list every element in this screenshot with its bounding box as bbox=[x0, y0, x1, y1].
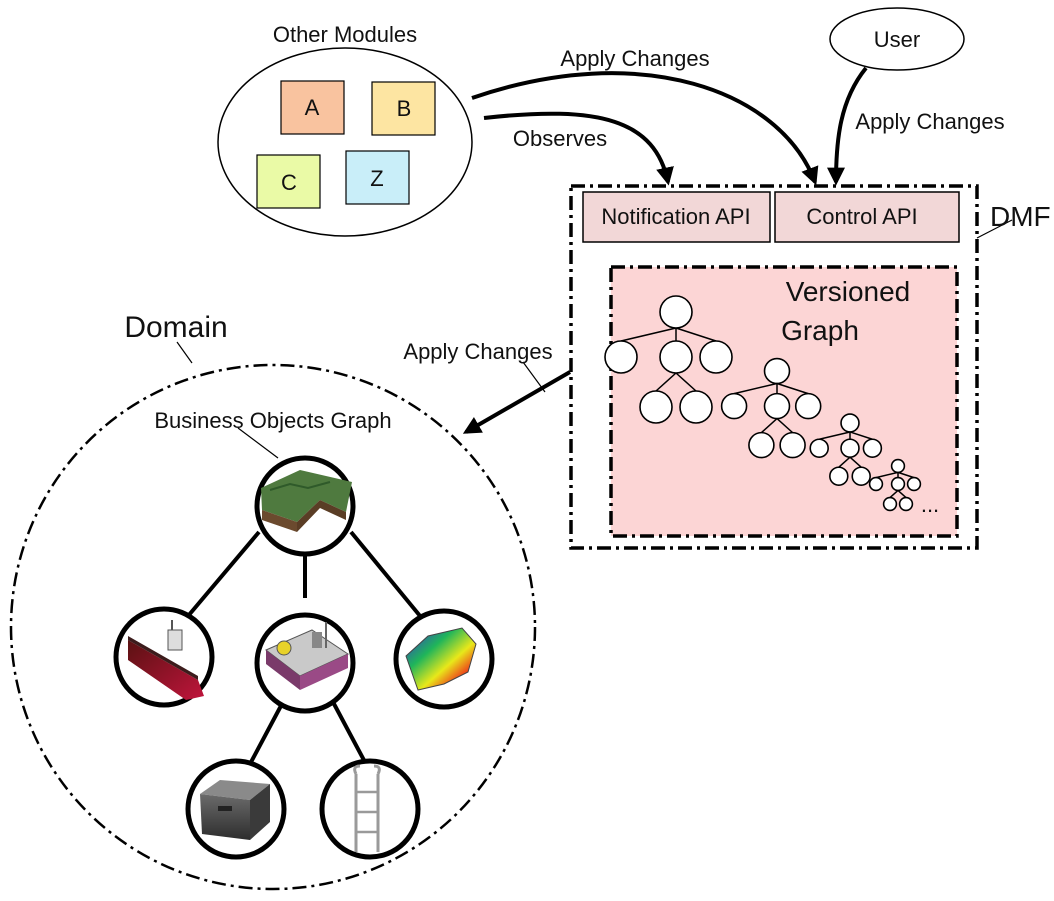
versioned-graph-title-line1: Versioned bbox=[786, 276, 911, 307]
graph-version-node bbox=[763, 357, 791, 385]
domain-group: Domain Business Objects Graph bbox=[9, 311, 537, 891]
more-versions-ellipsis: ... bbox=[921, 492, 939, 517]
oil-tanker-icon bbox=[128, 620, 204, 700]
graph-version-node bbox=[699, 340, 733, 374]
control-api[interactable]: Control API bbox=[774, 191, 960, 243]
user-label: User bbox=[874, 27, 920, 52]
dmf-container: DMF Notification API Control API Version… bbox=[569, 184, 1051, 550]
ladder-icon bbox=[353, 764, 381, 852]
graph-version-node bbox=[890, 476, 906, 492]
graph-version-node bbox=[748, 431, 775, 459]
graph-version-tree bbox=[809, 413, 883, 486]
graph-version-node bbox=[679, 390, 713, 424]
terrain-block-icon bbox=[261, 470, 352, 532]
graph-version-node bbox=[639, 390, 673, 424]
module-a[interactable]: A bbox=[280, 80, 345, 135]
user-node[interactable]: User bbox=[829, 7, 965, 71]
graph-version-node bbox=[840, 413, 860, 433]
graph-version-node bbox=[829, 466, 849, 486]
ladder-node[interactable] bbox=[319, 758, 421, 860]
graph-version-node bbox=[763, 392, 791, 420]
graph-version-tree bbox=[868, 458, 922, 512]
other-modules-group: Other Modules A B C Z bbox=[217, 22, 473, 237]
module-b[interactable]: B bbox=[371, 81, 436, 136]
dmf-boundary bbox=[569, 184, 979, 550]
graph-version-node bbox=[794, 392, 822, 420]
apply-changes-arrow-user bbox=[827, 66, 868, 186]
domain-label: Domain bbox=[124, 311, 227, 344]
dmf-leader bbox=[976, 219, 1013, 239]
business-objects-graph-label: Business Objects Graph bbox=[154, 408, 391, 433]
graph-version-tree bbox=[720, 357, 822, 459]
reservoir-surface-icon bbox=[405, 627, 477, 691]
observes-arrow bbox=[483, 111, 674, 186]
versioned-graph-title-line2: Graph bbox=[781, 315, 859, 346]
graph-version-node bbox=[906, 476, 922, 492]
module-c-label: C bbox=[281, 170, 297, 195]
graph-version-node bbox=[604, 340, 638, 374]
container-node[interactable] bbox=[185, 758, 287, 860]
graph-version-node bbox=[882, 496, 898, 512]
domain-boundary bbox=[9, 363, 537, 891]
graph-label-leader bbox=[237, 427, 279, 459]
other-modules-title: Other Modules bbox=[273, 22, 417, 47]
graph-versions bbox=[604, 295, 922, 512]
graph-version-node bbox=[779, 431, 806, 459]
graph-version-node bbox=[862, 438, 883, 458]
control-api-label: Control API bbox=[806, 204, 917, 229]
apply-changes-arrow-domain bbox=[462, 370, 571, 434]
apply-changes-arrow-modules bbox=[471, 71, 819, 186]
graph-version-node bbox=[868, 476, 884, 492]
module-z[interactable]: Z bbox=[345, 150, 410, 205]
apply-changes-leader bbox=[522, 361, 546, 393]
module-a-label: A bbox=[305, 95, 320, 120]
dmf-label: DMF bbox=[990, 201, 1051, 232]
tanker-node[interactable] bbox=[113, 606, 215, 708]
graph-version-node bbox=[898, 496, 914, 512]
platform-node[interactable] bbox=[254, 612, 356, 714]
graph-version-node bbox=[851, 466, 871, 486]
terrain-node[interactable] bbox=[254, 455, 356, 557]
module-z-label: Z bbox=[370, 166, 383, 191]
graph-version-node bbox=[809, 438, 829, 458]
notification-api[interactable]: Notification API bbox=[582, 191, 771, 243]
observes-label: Observes bbox=[513, 126, 607, 151]
graph-version-node bbox=[720, 392, 748, 420]
reservoir-node[interactable] bbox=[393, 608, 495, 710]
graph-version-node bbox=[840, 438, 860, 458]
graph-version-node bbox=[659, 340, 693, 374]
domain-leader bbox=[176, 341, 193, 364]
apply-changes-label-user: Apply Changes bbox=[855, 109, 1004, 134]
offshore-platform-icon bbox=[265, 622, 350, 690]
graph-version-node bbox=[890, 458, 906, 474]
other-modules-ellipse bbox=[217, 47, 473, 237]
graph-version-tree bbox=[604, 295, 733, 424]
versioned-graph: Versioned Graph ... bbox=[604, 265, 959, 538]
notification-api-label: Notification API bbox=[601, 204, 750, 229]
module-b-label: B bbox=[397, 96, 412, 121]
apply-changes-label-domain: Apply Changes bbox=[403, 339, 552, 364]
apply-changes-label-modules: Apply Changes bbox=[560, 46, 709, 71]
module-c[interactable]: C bbox=[256, 154, 321, 209]
graph-version-node bbox=[659, 295, 693, 329]
metal-container-icon bbox=[200, 780, 270, 840]
